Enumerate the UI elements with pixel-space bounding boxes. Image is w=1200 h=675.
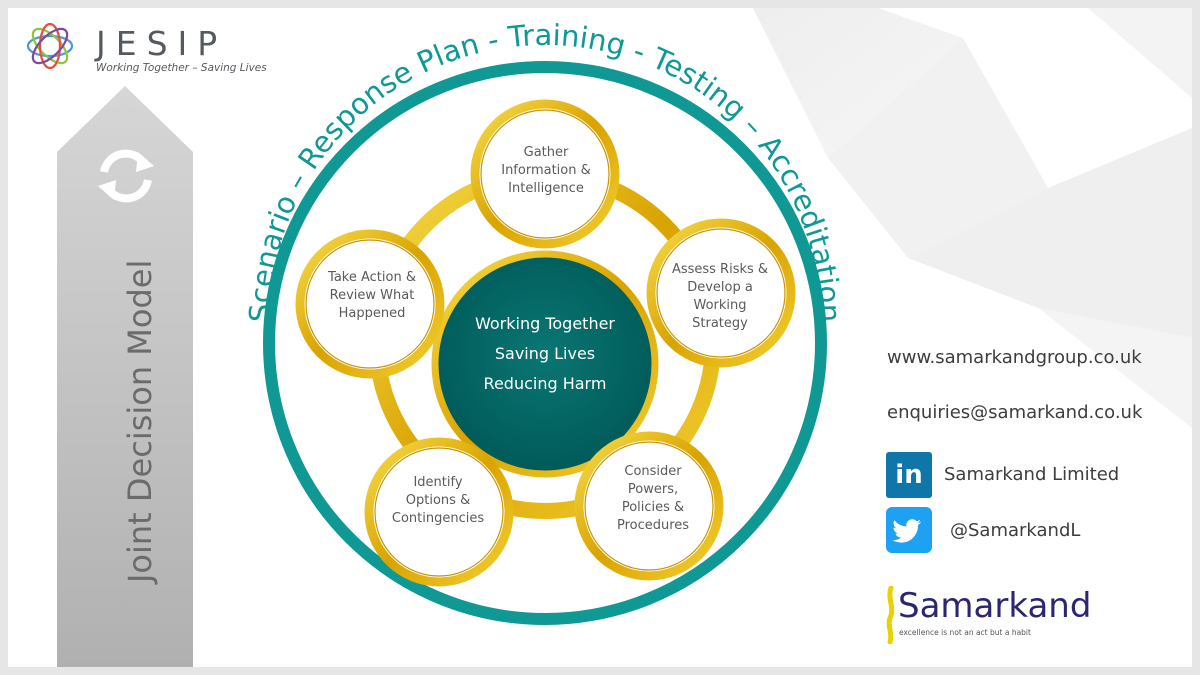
center-circle — [431, 250, 659, 478]
node-circle-take-action — [295, 229, 445, 379]
jesip-wordmark: JESIP — [96, 24, 228, 63]
node-identify-options: Identify Options & Contingencies — [391, 475, 485, 526]
twitter-icon[interactable] — [886, 507, 932, 553]
linkedin-label[interactable]: Samarkand Limited — [944, 464, 1120, 485]
background-shapes — [753, 8, 1192, 428]
node-consider-powers: Consider Powers, Policies & Procedures — [616, 464, 690, 533]
website-link[interactable]: www.samarkandgroup.co.uk — [887, 347, 1142, 368]
jesip-knot-icon — [26, 22, 74, 70]
email-link[interactable]: enquiries@samarkand.co.uk — [887, 402, 1143, 423]
jesip-logo: JESIP Working Together – Saving Lives — [24, 16, 267, 82]
decision-model-diagram: Scenario – Response Plan - Training - Te… — [243, 18, 847, 625]
node-assess-risks: Assess Risks & Develop a Working Strateg… — [671, 262, 769, 331]
twitter-label[interactable]: @SamarkandL — [950, 520, 1081, 541]
center-line-2: Saving Lives — [494, 344, 596, 363]
samarkand-logo: Samarkand excellence is not an act but a… — [884, 586, 1124, 646]
node-circle-consider-inner-rim — [584, 441, 714, 571]
jesip-tagline: Working Together – Saving Lives — [96, 62, 267, 74]
refresh-cycle-icon — [98, 149, 154, 203]
center-line-3: Reducing Harm — [483, 374, 607, 393]
samarkand-brush-icon — [886, 586, 895, 644]
samarkand-tagline: excellence is not an act but a habit — [899, 628, 1031, 637]
linkedin-icon[interactable]: in — [886, 452, 932, 498]
slide: JESIP Working Together – Saving Lives Jo… — [8, 8, 1192, 667]
node-circle-assess-inner-rim — [656, 228, 786, 358]
node-circle-identify — [364, 437, 514, 587]
node-circle-take-action-inner-rim — [305, 239, 435, 369]
samarkand-wordmark: Samarkand — [898, 586, 1092, 626]
joint-decision-model-arrow — [57, 86, 193, 667]
node-circle-consider — [574, 431, 724, 581]
node-circle-assess — [646, 218, 796, 368]
node-circle-gather — [470, 99, 620, 249]
node-gather-information: Gather Information & Intelligence — [501, 145, 591, 196]
node-circle-gather-inner-rim — [480, 109, 610, 239]
node-take-action: Take Action & Review What Happened — [328, 270, 416, 321]
twitter-bird-icon — [892, 519, 921, 543]
node-circle-identify-inner-rim — [374, 447, 504, 577]
center-line-1: Working Together — [474, 314, 616, 333]
